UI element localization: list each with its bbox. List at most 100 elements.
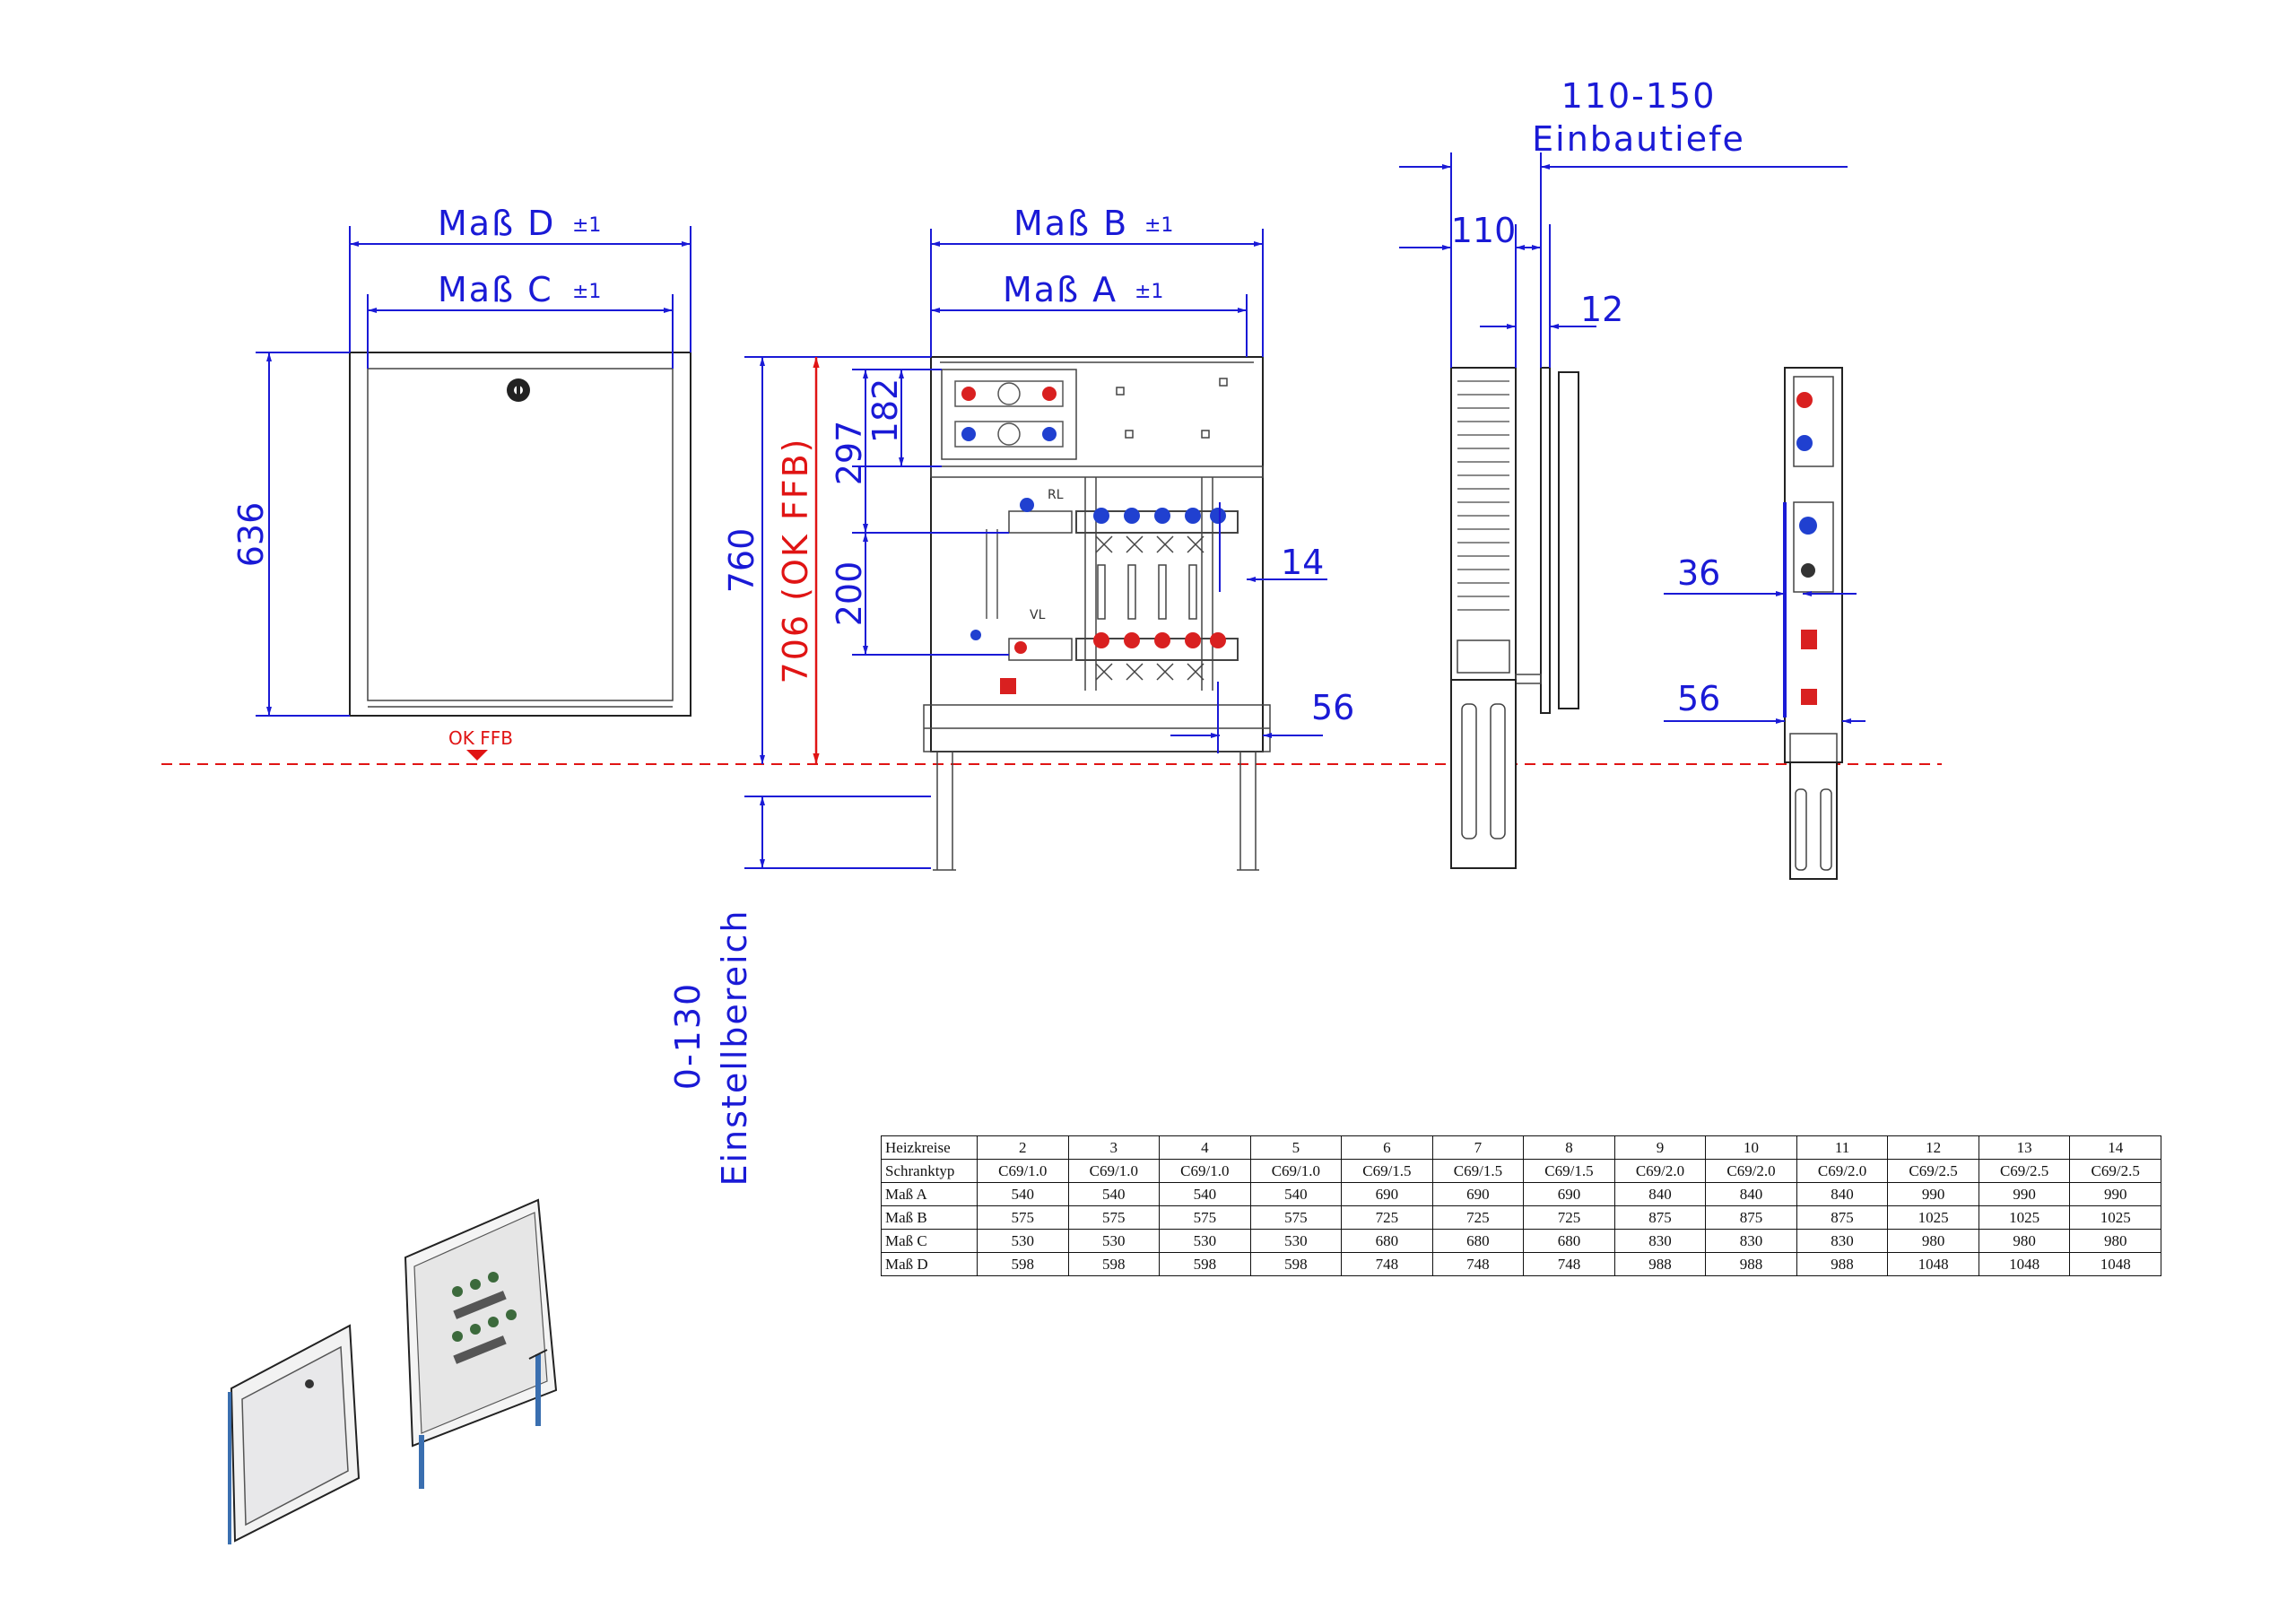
height-760-label: 760	[722, 528, 761, 594]
dim-c-label: Maß C	[438, 270, 553, 309]
table-cell: 6	[1341, 1135, 1433, 1160]
table-cell: C69/2.5	[2069, 1159, 2161, 1183]
table-cell: 1025	[2069, 1205, 2161, 1230]
open-view: RL VL Maß B ±1 Maß A ±1 760 70	[668, 204, 1354, 1187]
table-cell: 748	[1341, 1252, 1433, 1276]
dim-200-label: 200	[830, 561, 869, 627]
isometric-illustration	[228, 1198, 558, 1544]
table-cell: C69/1.0	[977, 1159, 1069, 1183]
table-cell: 980	[1978, 1229, 2071, 1253]
table-cell: 690	[1523, 1182, 1615, 1206]
front-view: Maß D ±1 Maß C ±1 636 OK FFB	[231, 204, 691, 761]
table-cell: 830	[1613, 1229, 1707, 1253]
table-cell: C69/1.5	[1523, 1159, 1615, 1183]
dim-12-label: 12	[1580, 290, 1623, 329]
table-cell: 748	[1431, 1252, 1525, 1276]
table-cell: 1048	[1887, 1252, 1979, 1276]
table-cell: 830	[1796, 1229, 1889, 1253]
table-cell: 12	[1887, 1135, 1979, 1160]
table-cell: C69/1.5	[1431, 1159, 1525, 1183]
table-cell: 988	[1613, 1252, 1707, 1276]
table-cell: 1025	[1887, 1205, 1979, 1230]
table-cell: C69/2.0	[1705, 1159, 1797, 1183]
table-row-label: Schranktyp	[881, 1159, 978, 1183]
table-cell: 725	[1523, 1205, 1615, 1230]
table-cell: 1048	[1978, 1252, 2071, 1276]
table-row-label: Heizkreise	[881, 1135, 978, 1160]
table-cell: C69/1.0	[1067, 1159, 1161, 1183]
table-cell: C69/2.0	[1613, 1159, 1707, 1183]
table-cell: 575	[977, 1205, 1069, 1230]
adjust-range-label: 0-130	[668, 982, 708, 1090]
table-cell: 598	[1249, 1252, 1343, 1276]
dim-56-side-label: 56	[1677, 679, 1720, 718]
vl-label: VL	[1030, 608, 1046, 622]
table-cell: C69/2.5	[1887, 1159, 1979, 1183]
install-depth-caption: Einbautiefe	[1532, 119, 1745, 159]
table-cell: 14	[2069, 1135, 2161, 1160]
table-cell: 990	[2069, 1182, 2161, 1206]
upper-valves	[954, 380, 1064, 448]
dim-a-tolerance: ±1	[1135, 281, 1163, 303]
table-cell: 830	[1705, 1229, 1797, 1253]
table-cell: 875	[1705, 1205, 1797, 1230]
table-cell: 840	[1705, 1182, 1797, 1206]
table-cell: 680	[1341, 1229, 1433, 1253]
table-cell: 11	[1796, 1135, 1889, 1160]
install-depth-range-label: 110-150	[1561, 76, 1717, 116]
floor-marker-triangle	[466, 750, 488, 761]
table-cell: 990	[1978, 1182, 2071, 1206]
dim-b-tolerance: ±1	[1144, 214, 1173, 237]
table-cell: 748	[1523, 1252, 1615, 1276]
table-cell: 575	[1249, 1205, 1343, 1230]
table-cell: 875	[1796, 1205, 1889, 1230]
table-cell: 8	[1523, 1135, 1615, 1160]
table-cell: 9	[1613, 1135, 1707, 1160]
table-cell: 530	[977, 1229, 1069, 1253]
manifold	[1075, 477, 1239, 691]
dim-56-label: 56	[1311, 688, 1354, 727]
table-cell: 598	[977, 1252, 1069, 1276]
table-row-label: Maß C	[881, 1229, 978, 1253]
table-row-label: Maß A	[881, 1182, 978, 1206]
dim-110-label: 110	[1451, 211, 1517, 250]
dim-b-label: Maß B	[1013, 204, 1128, 243]
table-cell: 540	[1067, 1182, 1161, 1206]
table-cell: C69/1.0	[1249, 1159, 1343, 1183]
table-cell: 1048	[2069, 1252, 2161, 1276]
side-view: 110-150 Einbautiefe 110 12	[1399, 76, 1848, 869]
height-706-ffb-label: 706 (OK FFB)	[776, 438, 815, 684]
table-cell: 575	[1067, 1205, 1161, 1230]
table-cell: C69/1.0	[1159, 1159, 1251, 1183]
table-cell: 540	[1249, 1182, 1343, 1206]
table-cell: 2	[977, 1135, 1069, 1160]
dim-182-label: 182	[865, 378, 905, 444]
table-cell: 725	[1431, 1205, 1525, 1230]
table-cell: 680	[1431, 1229, 1525, 1253]
table-cell: 690	[1341, 1182, 1433, 1206]
dim-36-label: 36	[1677, 553, 1720, 593]
table-cell: 725	[1341, 1205, 1433, 1230]
table-cell: 875	[1613, 1205, 1707, 1230]
table-cell: 540	[1159, 1182, 1251, 1206]
ok-ffb-label: OK FFB	[448, 727, 513, 749]
table-cell: 598	[1067, 1252, 1161, 1276]
table-cell: 988	[1705, 1252, 1797, 1276]
table-cell: 540	[977, 1182, 1069, 1206]
table-cell: 988	[1796, 1252, 1889, 1276]
pump-group: RL VL	[970, 488, 1073, 694]
table-cell: 530	[1067, 1229, 1161, 1253]
dim-a-label: Maß A	[1003, 270, 1118, 309]
table-cell: 980	[1887, 1229, 1979, 1253]
rl-label: RL	[1048, 488, 1064, 502]
table-cell: 7	[1431, 1135, 1525, 1160]
table-cell: C69/1.5	[1341, 1159, 1433, 1183]
table-cell: 5	[1249, 1135, 1343, 1160]
table-cell: 1025	[1978, 1205, 2071, 1230]
